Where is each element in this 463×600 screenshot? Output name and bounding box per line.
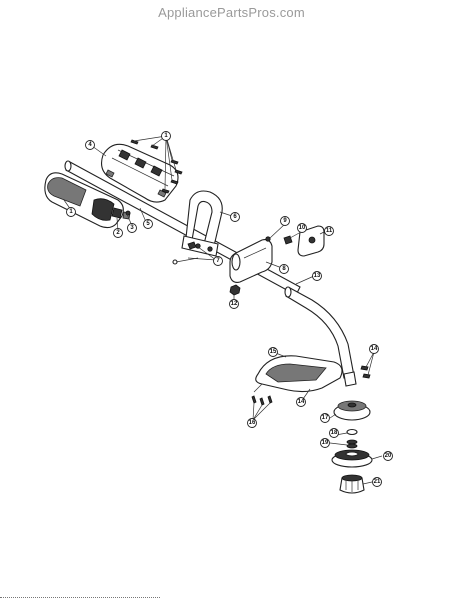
- callout-7: 7: [213, 256, 223, 266]
- callout-15: 15: [268, 347, 278, 357]
- spool: [331, 449, 373, 468]
- svg-text:10: 10: [299, 225, 306, 231]
- svg-text:14: 14: [298, 399, 305, 405]
- svg-text:6: 6: [233, 214, 237, 220]
- callout-19: 19: [320, 438, 330, 448]
- callout-8: 8: [279, 264, 289, 274]
- callout-5: 5: [143, 219, 153, 229]
- callout-4: 4: [85, 140, 95, 150]
- spool-cover: [333, 400, 371, 421]
- debris-guard: [253, 355, 343, 393]
- svg-text:13: 13: [314, 273, 321, 279]
- spring: [346, 439, 358, 449]
- callout-18: 18: [329, 428, 339, 438]
- svg-text:16: 16: [249, 420, 256, 426]
- svg-text:5: 5: [146, 221, 150, 227]
- callout-13: 13: [312, 271, 322, 281]
- svg-text:14: 14: [371, 346, 378, 352]
- callout-10: 10: [297, 223, 307, 233]
- coupler-knob: [265, 225, 325, 257]
- svg-text:17: 17: [322, 415, 329, 421]
- svg-text:21: 21: [374, 479, 381, 485]
- svg-text:3: 3: [130, 225, 134, 231]
- callout-21: 21: [372, 477, 382, 487]
- svg-text:18: 18: [331, 430, 338, 436]
- callout-14-guard: 14: [296, 397, 306, 407]
- callout-3: 3: [127, 223, 137, 233]
- upper-shaft: [64, 160, 301, 296]
- callout-12: 12: [229, 299, 239, 309]
- housing-cover: [101, 143, 179, 203]
- svg-text:1: 1: [164, 133, 168, 139]
- svg-text:20: 20: [385, 453, 392, 459]
- callout-16: 16: [247, 418, 257, 428]
- guard-screws: [251, 395, 273, 406]
- callout-14-clamp: 14: [369, 344, 379, 354]
- callout-1-cover: 1: [161, 131, 171, 141]
- svg-text:11: 11: [326, 228, 333, 234]
- bump-knob: [339, 474, 365, 494]
- callout-2: 2: [113, 228, 123, 238]
- shaft-coupler: [229, 239, 273, 283]
- rear-handle: [44, 172, 124, 229]
- callout-9: 9: [280, 216, 290, 226]
- callout-17: 17: [320, 413, 330, 423]
- lower-shaft: [284, 286, 357, 387]
- svg-text:4: 4: [88, 142, 92, 148]
- svg-text:2: 2: [116, 230, 120, 236]
- svg-text:8: 8: [282, 266, 286, 272]
- svg-text:15: 15: [270, 349, 277, 355]
- svg-text:7: 7: [216, 258, 220, 264]
- svg-text:19: 19: [322, 440, 329, 446]
- assist-handle: [181, 190, 223, 257]
- coupler-nut: [229, 284, 241, 296]
- callout-6: 6: [230, 212, 240, 222]
- svg-text:1: 1: [69, 209, 73, 215]
- footer-rule: [0, 597, 160, 599]
- callout-11: 11: [324, 226, 334, 236]
- svg-text:12: 12: [231, 301, 238, 307]
- washer: [346, 428, 358, 436]
- cover-screws: [130, 139, 183, 194]
- watermark: AppliancePartsPros.com: [158, 5, 305, 20]
- leader-lines: [63, 135, 383, 485]
- callout-1-handle: 1: [66, 207, 76, 217]
- svg-text:9: 9: [283, 218, 287, 224]
- callout-20: 20: [383, 451, 393, 461]
